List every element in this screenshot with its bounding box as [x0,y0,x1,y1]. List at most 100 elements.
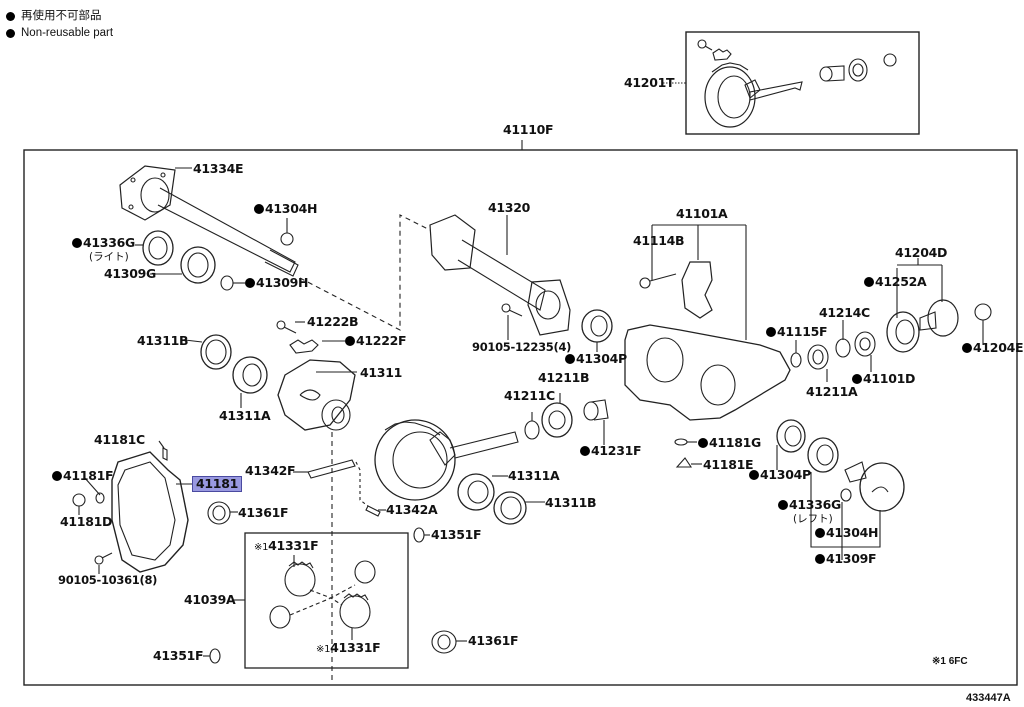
non-reusable-bullet-icon [749,470,759,480]
part-number: 41181F [63,468,114,483]
assembly-box-41110F [23,149,1018,686]
non-reusable-bullet-icon [815,554,825,564]
part-number: 41231F [591,443,642,458]
non-reusable-bullet-icon [852,374,862,384]
part-label-41304P-bottom[interactable]: 41304P [749,468,811,482]
part-label-41309F[interactable]: 41309F [815,552,877,566]
differential-cover-41181 [111,451,189,573]
part-label-41309G[interactable]: 41309G [104,266,156,281]
part-label-41181-selected[interactable]: 41181 [192,476,242,492]
pin-41342A [365,505,381,517]
part-label-41214C[interactable]: 41214C [819,305,870,320]
kit-spacer [819,65,845,82]
part-label-41252A[interactable]: 41252A [864,275,927,289]
part-label-41311B-right[interactable]: 41311B [545,495,597,510]
part-label-41039A[interactable]: 41039A [184,592,236,607]
part-label-41336G-left[interactable]: 41336G [778,498,841,512]
part-label-41336G-right[interactable]: 41336G [72,236,135,250]
part-label-41361F-bottom[interactable]: 41361F [468,633,519,648]
thrust-washer-41351F-right [413,527,425,543]
part-label-41181E[interactable]: 41181E [703,457,754,472]
part-label-41110F[interactable]: 41110F [503,122,554,137]
part-label-41320[interactable]: 41320 [488,200,530,215]
part-label-41201T[interactable]: 41201T [624,75,675,90]
part-label-41311A-left[interactable]: 41311A [219,408,271,423]
part-label-41342F[interactable]: 41342F [245,463,296,478]
part-label-41181F[interactable]: 41181F [52,468,114,483]
pinion-gear-left [269,605,291,629]
part-label-41331F-bottom[interactable]: ※141331F [316,641,381,657]
part-number: 41204E [973,340,1024,355]
side-gear-41331F-top [284,561,316,597]
oil-seal-41252A [886,311,920,353]
part-label-41304H-bottom[interactable]: 41304H [815,526,878,540]
snap-ring-41304H-bottom [840,488,852,502]
snap-ring-41304H [280,232,294,246]
lock-plate-41222F [289,339,319,354]
part-number: 41309H [256,275,309,290]
ring-gear-pinion [374,419,519,501]
oil-seal-41336G-right [142,230,174,266]
part-label-41304P-top[interactable]: 41304P [565,352,627,366]
part-label-41101A[interactable]: 41101A [676,206,728,221]
part-label-41222B[interactable]: 41222B [307,314,359,329]
non-reusable-bullet-icon [565,354,575,364]
non-reusable-bullet-icon [580,446,590,456]
footnote-6FC: ※1 6FC [932,656,968,667]
part-label-41311B-left[interactable]: 41311B [137,333,189,348]
part-label-90105-12235[interactable]: 90105-12235(4) [472,340,572,354]
part-label-41181C[interactable]: 41181C [94,432,145,447]
legend-jp: 再使用不可部品 [6,10,102,23]
spacer-41231F [583,399,609,421]
part-label-41211C[interactable]: 41211C [504,388,555,403]
non-reusable-bullet-icon [254,204,264,214]
non-reusable-bullet-icon [245,278,255,288]
part-label-41101D[interactable]: 41101D [852,372,915,386]
part-label-41311[interactable]: 41311 [360,365,402,380]
part-label-41309H[interactable]: 41309H [245,276,308,290]
part-label-41204D[interactable]: 41204D [895,245,948,260]
part-label-41204E[interactable]: 41204E [962,340,1024,355]
part-label-41181D[interactable]: 41181D [60,514,113,529]
part-number: 41331F [268,538,319,553]
bearing-41311A-left [232,356,268,394]
part-label-41114B[interactable]: 41114B [633,233,685,248]
gasket-41181G [674,438,688,446]
part-label-41211A[interactable]: 41211A [806,384,858,399]
part-label-41304H-top[interactable]: 41304H [254,202,317,216]
bolt-41114B [639,273,677,289]
gasket-41181F [95,492,105,504]
washer-41211C [524,420,540,440]
part-label-41181G[interactable]: 41181G [698,436,761,450]
part-label-41311A-right[interactable]: 41311A [508,468,560,483]
non-reusable-bullet-icon [778,500,788,510]
part-label-41331F-top[interactable]: ※141331F [254,538,319,555]
side-gear-41331F-bottom [339,593,371,629]
part-label-41334E[interactable]: 41334E [193,161,244,176]
adjusting-nut-41311B-right [493,491,527,525]
part-label-41115F[interactable]: 41115F [766,325,828,339]
non-reusable-bullet-icon [864,277,874,287]
part-note-right: (ライト) [89,251,129,263]
part-number: 41222F [356,333,407,348]
part-label-41342A[interactable]: 41342A [386,502,438,517]
non-reusable-bullet-icon [698,438,708,448]
part-label-90105-10361[interactable]: 90105-10361(8) [58,573,158,587]
part-label-41231F[interactable]: 41231F [580,443,642,458]
oil-seal-41304P-top [581,309,613,343]
part-label-41211B[interactable]: 41211B [538,370,590,385]
kit-bearing [848,58,868,82]
thrust-washer-41361F-top [207,501,231,525]
adjusting-nut-41311B-left [200,334,232,370]
part-label-41361F-top[interactable]: 41361F [238,505,289,520]
kit-box-41201T [685,31,920,135]
bolt-90105-12235 [501,303,523,317]
part-label-41222F[interactable]: 41222F [345,333,407,348]
legend-jp-text: 再使用不可部品 [21,10,102,22]
pin-41342F [307,459,356,479]
differential-case-41311 [277,359,356,431]
part-label-41351F-right[interactable]: 41351F [431,527,482,542]
part-label-41351F-left[interactable]: 41351F [153,648,204,663]
